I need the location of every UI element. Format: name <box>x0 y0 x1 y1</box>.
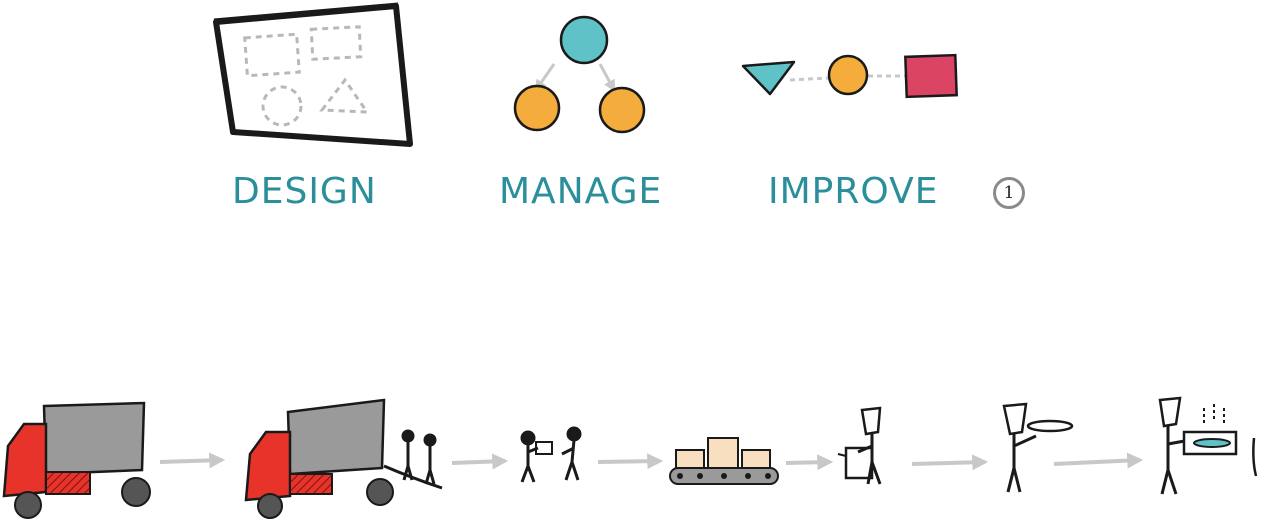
stage-label-design: DESIGN <box>232 171 377 212</box>
chef-cooking-icon <box>1158 396 1258 495</box>
flow-arrow <box>785 454 834 471</box>
worker-carrying-box-icon <box>837 406 882 485</box>
hierarchy-icon <box>513 15 646 134</box>
chef-tossing-icon <box>1002 402 1074 493</box>
flow-arrow <box>1053 452 1144 469</box>
worker-pair-icon <box>520 426 582 483</box>
stage-label-manage: MANAGE <box>499 171 663 212</box>
truck-icon <box>2 401 151 519</box>
footnote-marker-badge: 1 <box>993 177 1025 209</box>
flow-arrow <box>159 452 226 469</box>
stage-label-improve: IMPROVE <box>768 171 939 212</box>
flow-arrow <box>451 453 509 470</box>
flow-arrow <box>911 454 989 471</box>
truck-unloading-icon <box>244 398 443 519</box>
process-chain-icon <box>741 53 958 99</box>
flow-arrow <box>597 453 664 470</box>
blueprint-board-icon <box>213 2 413 147</box>
conveyor-belt-icon <box>669 437 779 485</box>
